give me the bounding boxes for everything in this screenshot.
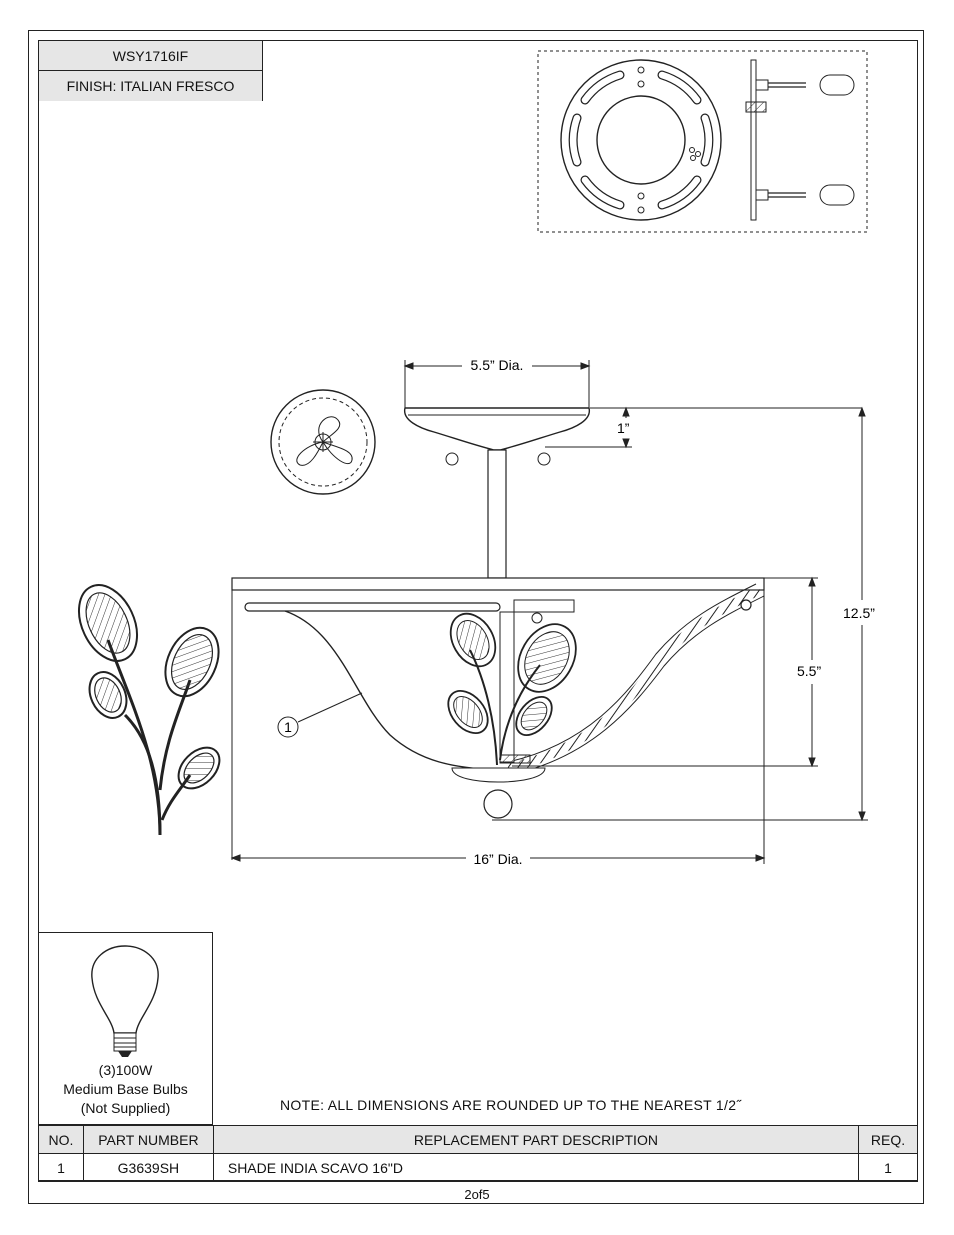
bulb-note: (Not Supplied) — [80, 1100, 171, 1116]
callout-number: 1 — [284, 719, 292, 735]
canopy-top-view — [270, 389, 376, 495]
dimension-lines — [230, 360, 868, 864]
branch-decor — [77, 584, 221, 836]
header-part-number: PART NUMBER — [82, 1125, 214, 1154]
cell-description: SHADE INDIA SCAVO 16"D — [212, 1153, 860, 1182]
cell-req: 1 — [858, 1153, 918, 1182]
bulb-info-box: (3)100W Medium Base Bulbs (Not Supplied) — [38, 932, 213, 1125]
header-no: NO. — [38, 1125, 84, 1154]
model-number: WSY1716IF — [39, 41, 262, 71]
table-header-row: NO. PART NUMBER REPLACEMENT PART DESCRIP… — [38, 1125, 918, 1154]
bulb-text: (3)100W Medium Base Bulbs (Not Supplied) — [39, 1061, 212, 1118]
fixture-elevation — [231, 407, 765, 860]
model-info-box: WSY1716IF FINISH: ITALIAN FRESCO — [38, 40, 263, 101]
mounting-plate-detail — [537, 50, 868, 233]
cell-part-number: G3639SH — [82, 1153, 214, 1182]
cell-no: 1 — [38, 1153, 84, 1182]
finish-label: FINISH: ITALIAN FRESCO — [39, 71, 262, 101]
dim-top-diameter: 5.5” Dia. — [471, 357, 524, 373]
dim-overall-height: 12.5” — [843, 605, 875, 621]
page-number: 2of5 — [464, 1187, 490, 1202]
parts-table: NO. PART NUMBER REPLACEMENT PART DESCRIP… — [38, 1125, 918, 1182]
dim-bowl-height: 5.5” — [797, 663, 821, 679]
table-row: 1 G3639SH SHADE INDIA SCAVO 16"D 1 — [38, 1153, 918, 1182]
bulb-icon — [91, 945, 159, 1057]
dim-canopy-height: 1” — [617, 420, 630, 436]
bulb-wattage: (3)100W — [98, 1062, 153, 1078]
bulb-type: Medium Base Bulbs — [63, 1081, 188, 1097]
dimension-note: NOTE: ALL DIMENSIONS ARE ROUNDED UP TO T… — [280, 1097, 742, 1113]
sheet-border — [28, 30, 924, 1204]
dim-bowl-diameter: 16” Dia. — [473, 851, 522, 867]
header-req: REQ. — [858, 1125, 918, 1154]
header-description: REPLACEMENT PART DESCRIPTION — [212, 1125, 860, 1154]
